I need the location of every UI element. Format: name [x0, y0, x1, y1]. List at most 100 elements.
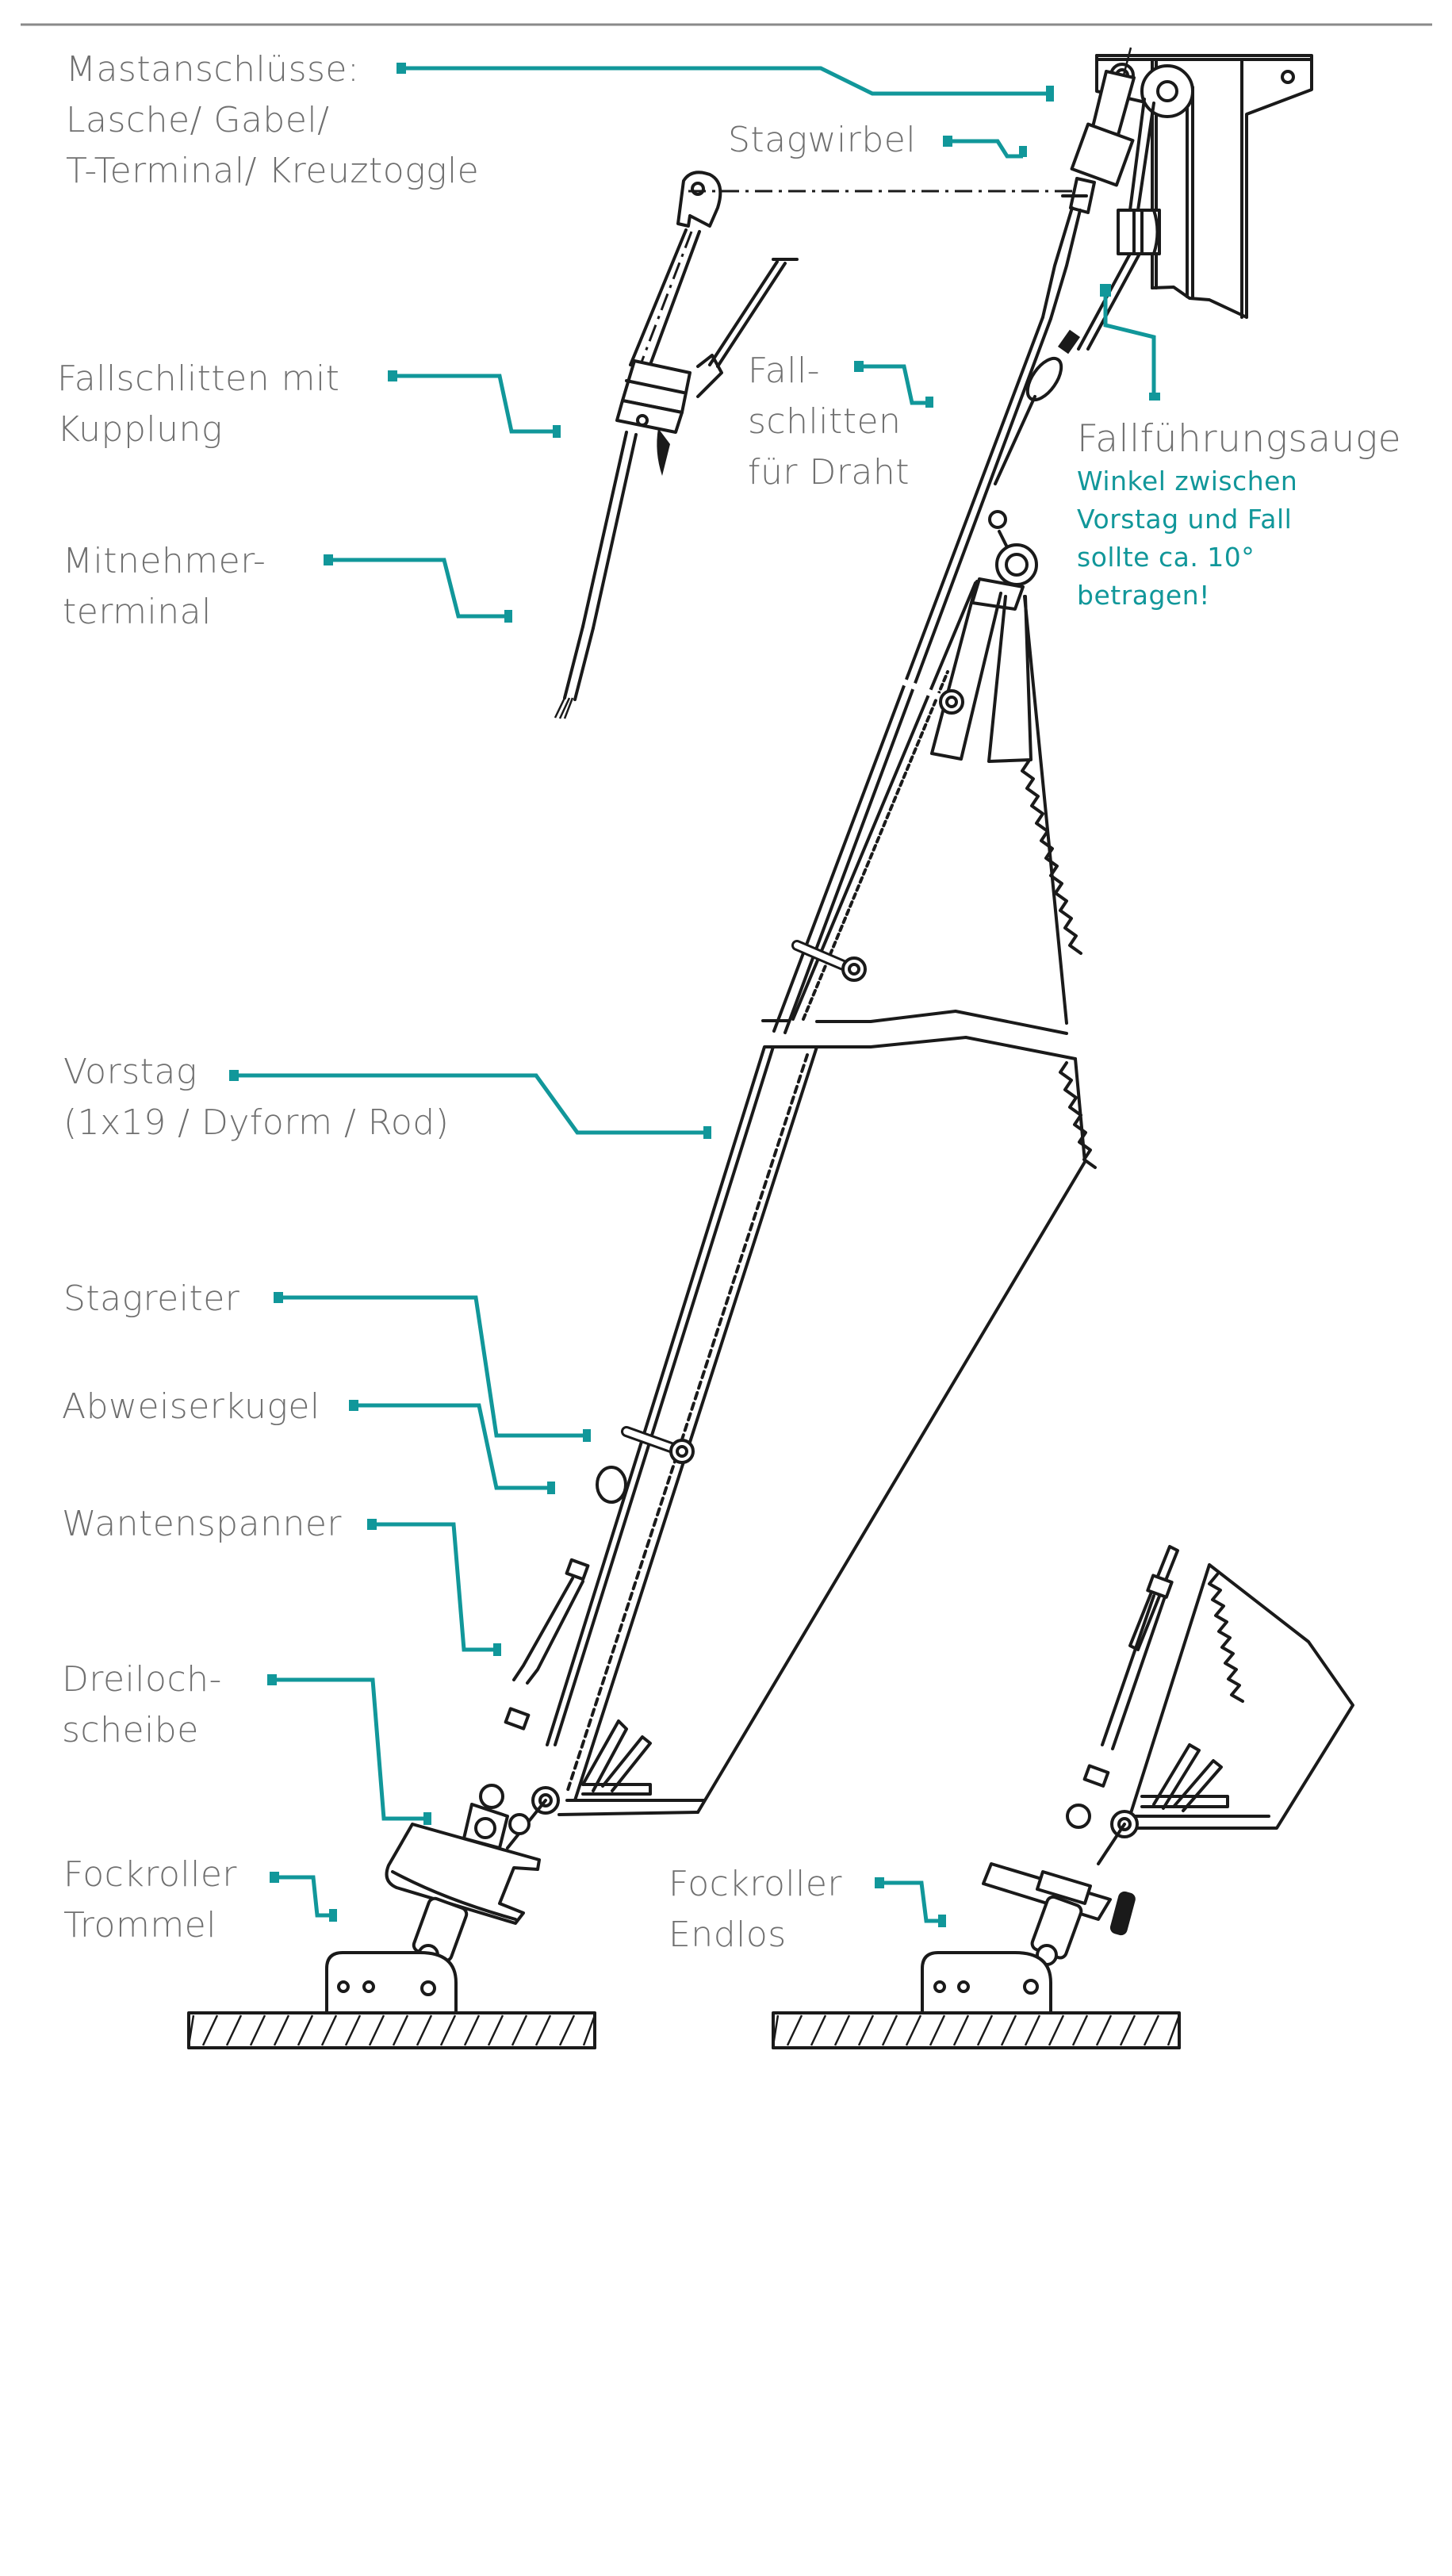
hatch-line: [249, 2014, 266, 2046]
note-line: Winkel zwischen: [1077, 466, 1298, 496]
label-dreilochscheibe: Dreiloch- scheibe: [62, 1654, 222, 1756]
label-line: Fockroller: [669, 1864, 842, 1904]
forestay-drawing: [187, 316, 1097, 2049]
label-line: (1x19 / Dyform / Rod): [63, 1102, 450, 1143]
hatch-line: [905, 2014, 922, 2046]
label-fallschlitten-draht: Fall- schlitten für Draht: [748, 346, 910, 498]
leader-abweiserkugel: [349, 1400, 555, 1494]
hatch-line: [1095, 2014, 1113, 2046]
label-line: Abweiserkugel: [62, 1386, 320, 1427]
hatch-line: [392, 2014, 409, 2046]
leader-mastanschluesse: [397, 63, 1054, 102]
hatch-line: [810, 2014, 827, 2046]
hatch-line: [952, 2014, 970, 2046]
halyard-slide-drawing: [554, 171, 799, 719]
label-line: Mastanschlüsse:: [66, 49, 360, 90]
label-line: Vorstag: [63, 1052, 197, 1092]
hatch-line: [1167, 2014, 1181, 2046]
stagreiter-upper: [891, 675, 964, 715]
stagreiter-lower: [621, 1426, 695, 1464]
hatch-line: [201, 2014, 219, 2046]
label-stagwirbel: Stagwirbel: [728, 115, 916, 166]
hatch-line: [225, 2014, 243, 2046]
hatch-line: [1048, 2014, 1065, 2046]
hatch-line: [368, 2014, 385, 2046]
leader-wantenspanner: [367, 1519, 501, 1656]
note-line: sollte ca. 10°: [1077, 542, 1255, 573]
note-line: betragen!: [1077, 580, 1210, 611]
label-line: T-Terminal/ Kreuztoggle: [66, 151, 480, 191]
leader-fallschlitten-draht: [854, 361, 933, 408]
leader-fockroller-trommel: [270, 1872, 337, 1922]
note-winkel-hinweis: Winkel zwischen Vorstag und Fall sollte …: [1077, 462, 1297, 615]
label-line: für Draht: [748, 452, 910, 493]
label-fockroller-trommel: Fockroller Trommel: [63, 1850, 237, 1951]
hatch-line: [929, 2014, 946, 2046]
label-line: Dreiloch-: [62, 1659, 222, 1700]
label-wantenspanner: Wantenspanner: [62, 1499, 342, 1550]
leader-dreilochscheibe: [267, 1674, 431, 1825]
label-line: Trommel: [63, 1905, 216, 1945]
mast-head-drawing: [1025, 47, 1313, 402]
hatch-line: [833, 2014, 851, 2046]
hatch-line: [416, 2014, 433, 2046]
hatch-line: [187, 2014, 195, 2046]
deck-right: [772, 2011, 1181, 2049]
label-line: Fockroller: [63, 1854, 237, 1895]
leader-vorstag: [229, 1070, 711, 1139]
hatch-line: [772, 2014, 780, 2046]
hatch-line: [1143, 2014, 1160, 2046]
label-mitnehmerterminal: Mitnehmer- terminal: [63, 536, 266, 638]
label-line: Wantenspanner: [62, 1504, 342, 1544]
hatch-line: [976, 2014, 994, 2046]
label-line: schlitten: [748, 401, 902, 442]
leader-stagwirbel: [943, 136, 1027, 159]
label-line: Mitnehmer-: [63, 541, 266, 581]
hatch-line: [320, 2014, 338, 2046]
hatch-line: [463, 2014, 481, 2046]
leader-fockroller-endlos: [875, 1877, 946, 1927]
leader-fallschlitten-kupplung: [388, 370, 561, 438]
label-line: Fallschlitten mit: [57, 358, 340, 399]
label-abweiserkugel: Abweiserkugel: [62, 1382, 320, 1432]
hatch-line: [344, 2014, 362, 2046]
hatch-line: [1119, 2014, 1136, 2046]
hatch-line: [487, 2014, 504, 2046]
hatch-line: [857, 2014, 875, 2046]
leader-stagreiter: [274, 1292, 591, 1442]
label-stagreiter: Stagreiter: [63, 1274, 239, 1324]
hatch-line: [1024, 2014, 1041, 2046]
deck-left: [187, 2011, 596, 2049]
hatch-line: [273, 2014, 290, 2046]
label-fallschlitten-kupplung: Fallschlitten mit Kupplung: [57, 354, 339, 455]
leader-fallfuehrungsauge: [1100, 284, 1160, 401]
leader-lines: [229, 63, 1160, 1927]
label-line: Fallführungsauge: [1077, 417, 1402, 461]
label-fockroller-endlos: Fockroller Endlos: [669, 1859, 842, 1961]
hatch-line: [1000, 2014, 1017, 2046]
label-line: Lasche/ Gabel/: [66, 100, 330, 140]
hatch-line: [1071, 2014, 1089, 2046]
hatch-line: [439, 2014, 457, 2046]
hatch-line: [558, 2014, 576, 2046]
hatch-line: [786, 2014, 803, 2046]
hatch-line: [881, 2014, 898, 2046]
fockroller-endlos-drawing: [921, 1545, 1354, 2014]
label-line: Endlos: [669, 1915, 787, 1955]
hatch-line: [582, 2014, 596, 2046]
wantenspanner-drawing: [462, 1558, 590, 1850]
hatch-line: [511, 2014, 528, 2046]
label-line: terminal: [63, 592, 212, 632]
hatch-line: [534, 2014, 552, 2046]
label-line: Kupplung: [57, 409, 223, 450]
label-line: Stagwirbel: [728, 120, 917, 160]
label-line: Fall-: [748, 351, 821, 391]
label-mastanschluesse: Mastanschlüsse: Lasche/ Gabel/ T-Termina…: [66, 44, 479, 197]
note-line: Vorstag und Fall: [1077, 504, 1293, 535]
label-fallfuehrungsauge: Fallführungsauge: [1077, 414, 1401, 465]
abweiserkugel-ball: [596, 1466, 627, 1504]
fockroller-trommel-drawing: [325, 1823, 541, 2014]
label-line: Stagreiter: [63, 1278, 240, 1319]
stagreiter-middle: [791, 940, 867, 982]
